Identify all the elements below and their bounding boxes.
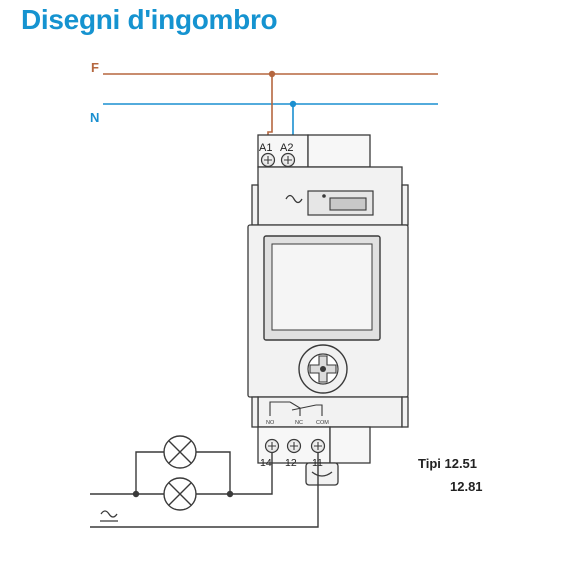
din-rail-clip — [305, 462, 339, 486]
contact-label-no: NO — [266, 420, 275, 426]
terminal-screw-a1[interactable] — [260, 152, 276, 168]
load-circuit — [90, 451, 319, 528]
terminal-label-14: 14 — [260, 457, 272, 469]
type-label-secondary: 12.81 — [450, 479, 483, 494]
right-junction — [226, 490, 234, 498]
terminal-screw-12[interactable] — [286, 438, 302, 454]
lcd-screen — [271, 243, 373, 331]
phase-label: F — [91, 60, 99, 75]
terminal-label-a2: A2 — [280, 142, 293, 154]
phase-junction — [268, 70, 276, 78]
contact-label-com: COM — [316, 420, 329, 426]
contact-schematic — [269, 401, 323, 416]
terminal-label-12: 12 — [285, 457, 297, 469]
type-label-primary: Tipi 12.51 — [418, 456, 477, 471]
terminal-screw-11[interactable] — [310, 438, 326, 454]
ac-symbol-icon — [285, 194, 303, 204]
battery-icon — [329, 197, 367, 211]
lamp-icon — [163, 477, 197, 511]
left-junction — [132, 490, 140, 498]
page-title: Disegni d'ingombro — [21, 4, 278, 35]
neutral-junction — [289, 100, 297, 108]
neutral-label: N — [90, 110, 99, 125]
navigation-knob[interactable] — [298, 344, 348, 394]
terminal-screw-14[interactable] — [264, 438, 280, 454]
terminal-label-a1: A1 — [259, 142, 272, 154]
terminal-screw-a2[interactable] — [280, 152, 296, 168]
lamp-icon — [163, 435, 197, 469]
ac-source-icon — [100, 510, 118, 518]
contact-label-nc: NC — [295, 420, 303, 426]
